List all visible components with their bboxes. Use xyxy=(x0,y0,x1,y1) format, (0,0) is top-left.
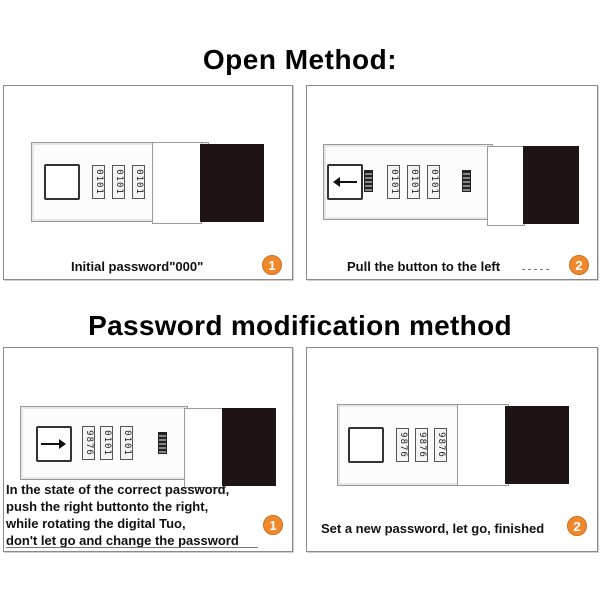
instruction-underline xyxy=(6,547,258,548)
dotted-leader xyxy=(522,269,552,270)
open-step-1-panel: 0101 0101 0101 Initial password"000" 1 xyxy=(3,85,293,280)
digit-wheel: 0101 xyxy=(407,165,420,199)
arrow-left-icon xyxy=(333,177,357,187)
strap-block xyxy=(200,144,264,222)
digit-wheel: 9876 xyxy=(396,428,409,462)
lock-button xyxy=(44,164,80,200)
arrow-right-icon xyxy=(41,439,66,449)
instruction-line: In the state of the correct password, xyxy=(6,482,230,497)
gear-icon xyxy=(462,170,471,192)
modify-step-2-panel: 9876 9876 9876 Set a new password, let g… xyxy=(306,347,598,552)
password-modification-title: Password modification method xyxy=(88,310,512,341)
digit-wheel: 0101 xyxy=(100,426,113,460)
digit-wheel: 0101 xyxy=(120,426,133,460)
step-number-badge: 2 xyxy=(567,516,587,536)
step-number-badge: 2 xyxy=(569,255,589,275)
lock-button xyxy=(327,164,363,200)
digit-wheel: 9876 xyxy=(82,426,95,460)
strap-block xyxy=(523,146,579,224)
modify-step-1-instructions: In the state of the correct password, pu… xyxy=(6,481,290,549)
lock-slider xyxy=(457,404,509,486)
digit-wheel: 9876 xyxy=(434,428,447,462)
step-number-badge: 1 xyxy=(262,255,282,275)
open-method-title: Open Method: xyxy=(202,44,398,75)
gear-icon xyxy=(158,432,167,454)
open-step-2-panel: 0101 0101 0101 Pull the button to the le… xyxy=(306,85,598,280)
instruction-line: while rotating the digital Tuo, xyxy=(6,516,186,531)
digit-wheel: 0101 xyxy=(112,165,125,199)
lock-slider xyxy=(487,146,525,226)
instruction-line: push the right buttonto the right, xyxy=(6,499,209,514)
digit-wheel: 0101 xyxy=(132,165,145,199)
lock-slider xyxy=(184,408,226,488)
gear-icon xyxy=(364,170,373,192)
modify-step-1-panel: 9876 0101 0101 1 xyxy=(3,347,293,552)
digit-wheel: 0101 xyxy=(387,165,400,199)
lock-button xyxy=(36,426,72,462)
strap-block xyxy=(222,408,276,486)
digit-wheel: 9876 xyxy=(415,428,428,462)
digit-wheel: 0101 xyxy=(92,165,105,199)
lock-slider xyxy=(152,142,202,224)
instruction-line: don't let go and change the password xyxy=(6,533,239,548)
step-caption: Pull the button to the left xyxy=(347,259,501,274)
step-caption: Set a new password, let go, finished xyxy=(321,521,545,536)
strap-block xyxy=(505,406,569,484)
digit-wheel: 0101 xyxy=(427,165,440,199)
step-caption: Initial password"000" xyxy=(71,259,204,274)
lock-button xyxy=(348,427,384,463)
step-number-badge: 1 xyxy=(263,515,283,535)
